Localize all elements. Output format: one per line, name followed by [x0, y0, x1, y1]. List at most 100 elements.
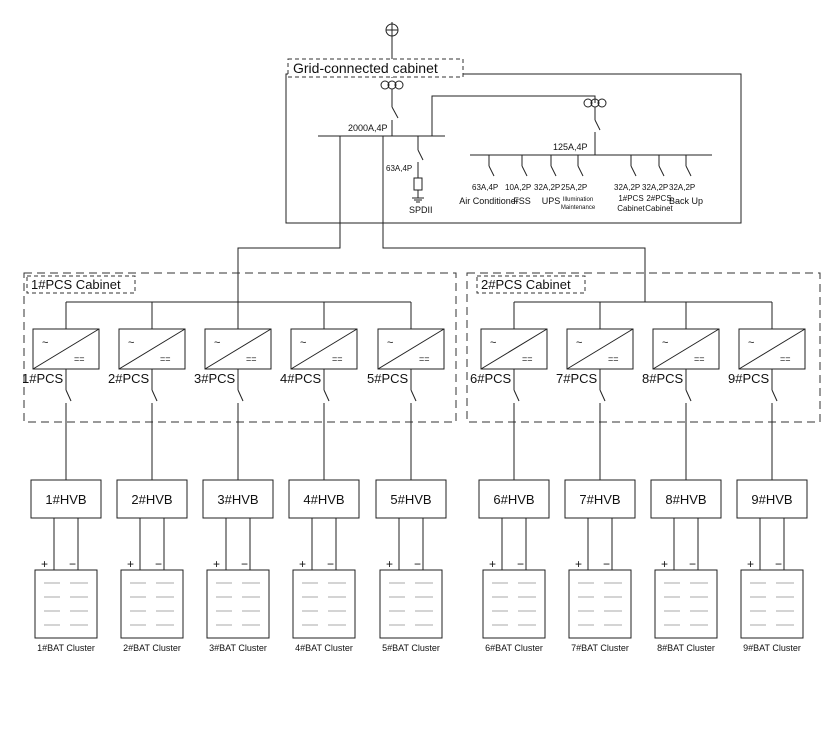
- plus-terminal: +: [213, 557, 220, 571]
- dc-breaker-icon: [65, 389, 72, 402]
- dc-breaker-icon: [151, 389, 158, 402]
- dc-symbol: ==: [74, 354, 85, 364]
- minus-terminal: −: [517, 557, 524, 571]
- pcs-label: 7#PCS: [556, 371, 598, 386]
- battery-cluster-icon: [740, 569, 804, 639]
- hvb-box: [564, 479, 636, 519]
- hvb-box: [375, 479, 447, 519]
- spd-breaker-rating: 63A,4P: [386, 164, 412, 173]
- current-transformer-icon: [380, 80, 404, 90]
- spd-icon: [413, 177, 423, 191]
- spd-label: SPDII: [409, 205, 433, 215]
- branch-label: Air Conditioner: [459, 196, 519, 206]
- dc-symbol: ==: [780, 354, 791, 364]
- ac-symbol: ~: [387, 337, 393, 349]
- unit-column: ~ == 5#PCS 5#HVB + − 5#BAT Cluster: [367, 302, 447, 653]
- cluster-label: 1#BAT Cluster: [37, 643, 95, 653]
- dc-breaker-icon: [771, 389, 778, 402]
- pcs-cabinet-2: 2#PCS Cabinet: [466, 272, 821, 423]
- branch-label: Back Up: [669, 196, 703, 206]
- minus-terminal: −: [327, 557, 334, 571]
- pcs-label: 6#PCS: [470, 371, 512, 386]
- branch-breaker-icon: [630, 165, 637, 177]
- hvb-label: 7#HVB: [579, 492, 620, 507]
- minus-terminal: −: [603, 557, 610, 571]
- hvb-label: 2#HVB: [131, 492, 172, 507]
- pcs-label: 4#PCS: [280, 371, 322, 386]
- cluster-label: 6#BAT Cluster: [485, 643, 543, 653]
- ac-symbol: ~: [576, 337, 582, 349]
- aux-branch: 32A,2P Back Up: [669, 155, 703, 206]
- cluster-label: 9#BAT Cluster: [743, 643, 801, 653]
- branch-breaker-icon: [685, 165, 692, 177]
- branch-breaker-icon: [488, 165, 495, 177]
- dc-symbol: ==: [246, 354, 257, 364]
- pcs-label: 9#PCS: [728, 371, 770, 386]
- aux-breaker-icon: [594, 119, 601, 131]
- hvb-box: [478, 479, 550, 519]
- branch-rating: 32A,2P: [614, 183, 640, 192]
- dc-symbol: ==: [694, 354, 705, 364]
- minus-terminal: −: [155, 557, 162, 571]
- hvb-label: 5#HVB: [390, 492, 431, 507]
- hvb-label: 4#HVB: [303, 492, 344, 507]
- ac-symbol: ~: [42, 337, 48, 349]
- aux-breaker-rating: 125A,4P: [553, 142, 588, 152]
- dc-breaker-icon: [599, 389, 606, 402]
- hvb-label: 6#HVB: [493, 492, 534, 507]
- branch-breaker-icon: [577, 165, 584, 177]
- minus-terminal: −: [69, 557, 76, 571]
- spd-breaker-icon: [417, 149, 424, 161]
- plus-terminal: +: [41, 557, 48, 571]
- pcs-cabinet-1-title: 1#PCS Cabinet: [31, 277, 121, 292]
- plus-terminal: +: [489, 557, 496, 571]
- pcs-label: 8#PCS: [642, 371, 684, 386]
- dc-breaker-icon: [513, 389, 520, 402]
- cluster-label: 2#BAT Cluster: [123, 643, 181, 653]
- minus-terminal: −: [414, 557, 421, 571]
- grid-connected-cabinet: Grid-connected cabinet 2000A,4P 63A,4P S…: [285, 58, 742, 224]
- battery-cluster-icon: [568, 569, 632, 639]
- branch-label: UPS: [542, 196, 561, 206]
- branch-rating: 32A,2P: [669, 183, 695, 192]
- branch-rating: 10A,2P: [505, 183, 531, 192]
- hvb-box: [116, 479, 188, 519]
- battery-cluster-icon: [379, 569, 443, 639]
- plus-terminal: +: [386, 557, 393, 571]
- ac-symbol: ~: [300, 337, 306, 349]
- battery-cluster-icon: [34, 569, 98, 639]
- dc-breaker-icon: [323, 389, 330, 402]
- hvb-box: [288, 479, 360, 519]
- plus-terminal: +: [747, 557, 754, 571]
- branch-breaker-icon: [521, 165, 528, 177]
- cluster-label: 8#BAT Cluster: [657, 643, 715, 653]
- minus-terminal: −: [689, 557, 696, 571]
- cluster-label: 7#BAT Cluster: [571, 643, 629, 653]
- cluster-label: 5#BAT Cluster: [382, 643, 440, 653]
- main-breaker-rating: 2000A,4P: [348, 123, 388, 133]
- plus-terminal: +: [299, 557, 306, 571]
- battery-cluster-icon: [206, 569, 270, 639]
- pcs-label: 5#PCS: [367, 371, 409, 386]
- ac-symbol: ~: [662, 337, 668, 349]
- minus-terminal: −: [241, 557, 248, 571]
- dc-symbol: ==: [522, 354, 533, 364]
- dc-breaker-icon: [685, 389, 692, 402]
- hvb-box: [736, 479, 808, 519]
- battery-cluster-icon: [654, 569, 718, 639]
- minus-terminal: −: [775, 557, 782, 571]
- dc-symbol: ==: [419, 354, 430, 364]
- branch-breaker-icon: [550, 165, 557, 177]
- pcs-cabinet-2-title: 2#PCS Cabinet: [481, 277, 571, 292]
- ac-symbol: ~: [128, 337, 134, 349]
- pcs-label: 3#PCS: [194, 371, 236, 386]
